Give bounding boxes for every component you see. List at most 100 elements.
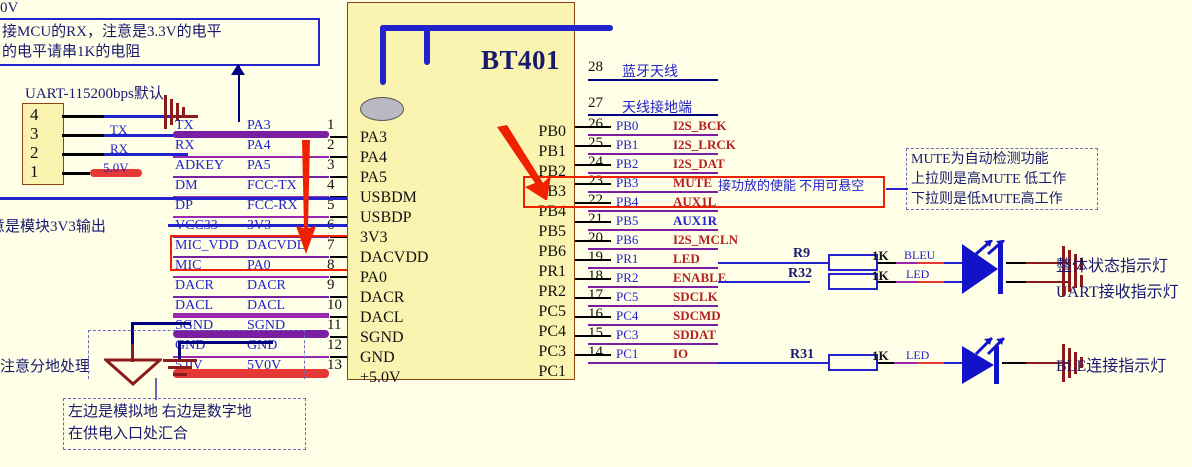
table-row[interactable]: 21 PB5 AUX1R [588, 211, 848, 231]
left-pin-5: FCC-RX [247, 198, 298, 213]
table-row[interactable]: 14 PC1 IO [588, 344, 848, 364]
led-top-gnd-bar5 [1080, 275, 1083, 287]
led-ble-gnd-bar1 [1062, 344, 1065, 382]
note-mute-line1: MUTE为自动检测功能 [911, 152, 1049, 167]
right-stub-24 [575, 164, 611, 166]
table-row[interactable]: 23 PB3 MUTE 接功放的使能 不用可悬空 [588, 173, 864, 193]
left-net-1: TX [175, 118, 194, 133]
table-row[interactable]: 24 PB2 I2S_DAT [588, 154, 848, 174]
left-stub-12 [330, 356, 352, 358]
left-underline-3 [173, 176, 329, 178]
table-row[interactable]: RX PA4 2 [167, 137, 347, 158]
conn-wire-1-power [90, 169, 142, 177]
right-underline-24 [588, 172, 718, 174]
left-pin-11: SGND [247, 318, 286, 333]
antenna-trace-stub [424, 25, 430, 65]
r32-ref-label: R32 [788, 266, 813, 281]
note-arrow-head [231, 64, 245, 75]
right-pinno-16: 16 [588, 306, 603, 322]
mute-note-leader [886, 188, 908, 190]
chip-pad-oval [360, 97, 404, 121]
table-row[interactable]: DACR DACR 9 [167, 277, 347, 298]
wire-label-tx: TX [110, 122, 128, 137]
r31-wire-to-led [944, 362, 962, 364]
table-row[interactable]: 18 PR2 ENABLE [588, 268, 848, 288]
right-net-20: PB6 [616, 232, 639, 247]
left-underline-7 [173, 256, 329, 258]
table-row[interactable]: TX PA3 1 [167, 117, 347, 138]
right-sig-15: SDDAT [673, 327, 717, 342]
table-row[interactable]: DACL DACL 10 [167, 297, 347, 318]
table-row[interactable]: 22 PB4 AUX1L [588, 192, 848, 212]
r32-resistor[interactable] [828, 273, 878, 290]
led-indicator-top [962, 240, 1005, 294]
right-underline-27 [588, 114, 718, 116]
table-row[interactable]: 16 PC4 SDCMD [588, 306, 848, 326]
left-pinno-11: 11 [327, 317, 342, 333]
note-mute-line3: 下拉则是低MUTE高工作 [911, 192, 1063, 207]
left-pin-10: DACL [247, 298, 286, 313]
table-row[interactable]: 28 蓝牙天线 [588, 59, 848, 89]
r31-resistor[interactable] [828, 354, 878, 371]
right-underline-26 [588, 134, 718, 136]
connector-pin-3: 3 [30, 124, 39, 143]
red-arrow-right [497, 125, 551, 200]
table-row[interactable]: DP FCC-RX 5 [167, 197, 347, 218]
led-top-gnd-bar3 [1074, 254, 1077, 288]
left-pinno-8: 8 [327, 257, 335, 273]
gnd-symbol-bar-3 [176, 103, 179, 121]
r9-resistor[interactable] [828, 254, 878, 271]
table-row[interactable]: ADKEY PA5 3 [167, 157, 347, 178]
table-row[interactable]: 27 天线接地端 [588, 89, 848, 117]
ground-note-leader [155, 378, 157, 400]
digital-gnd-bar-3 [173, 373, 187, 376]
analog-gnd-stem [131, 344, 134, 362]
chip-right-pin-PB2: PB2 [538, 163, 566, 180]
left-underline-11 [173, 330, 329, 338]
table-row[interactable]: 26 PB0 I2S_BCK [588, 116, 848, 136]
chip-left-pin-SGND: SGND [360, 329, 404, 346]
table-row[interactable]: 20 PB6 I2S_MCLN [588, 230, 848, 250]
right-stub-17 [575, 297, 611, 299]
table-row[interactable]: SGND SGND 11 [167, 317, 347, 338]
led-indicator-ble [962, 336, 1006, 384]
left-stub-5 [330, 216, 352, 218]
chip-left-pin-PA5: PA5 [360, 169, 387, 186]
led-label-ble-connect: BLE连接指示灯 [1056, 358, 1167, 375]
r9-wire-mid-black [878, 262, 896, 264]
led-ble-wire-out-b [1026, 362, 1068, 364]
led-ble-gnd-bar2 [1068, 348, 1071, 378]
right-net-16: PC4 [616, 308, 639, 323]
r31-wire-mid-red [918, 362, 944, 364]
chip-left-pin-USBDP: USBDP [360, 209, 412, 226]
table-row[interactable]: 17 PC5 SDCLK [588, 287, 848, 307]
bt401-chip[interactable]: BT401 PA3 PA4 PA5 USBDM USBDP 3V3 DACVDD… [347, 2, 613, 386]
conn-wire-1-black [62, 172, 90, 175]
r32-wire-mid-purple [896, 281, 918, 283]
left-stub-3 [330, 176, 352, 178]
table-row[interactable]: 15 PC3 SDDAT [588, 325, 848, 345]
table-row[interactable]: 25 PB1 I2S_LRCK [588, 135, 848, 155]
uart-connector[interactable] [22, 103, 64, 185]
left-stub-1 [330, 136, 352, 138]
analog-ground-symbol [104, 358, 162, 386]
right-underline-19 [588, 267, 718, 269]
note-3v3-output: 意是模块3V3输出 [0, 219, 106, 235]
led-top-gnd-bar2 [1068, 250, 1071, 292]
table-row[interactable]: 19 PR1 LED [588, 249, 848, 269]
chip-left-pin-PA0: PA0 [360, 269, 387, 286]
left-pinno-4: 4 [327, 177, 335, 193]
table-row[interactable]: MIC_VDD DACVDD 7 [167, 237, 347, 258]
right-stub-19 [575, 259, 611, 261]
right-stub-25 [575, 145, 611, 147]
left-stub-11 [330, 336, 352, 338]
wire-label-rx: RX [110, 141, 129, 156]
left-stub-9 [330, 296, 352, 298]
right-underline-15 [588, 343, 718, 345]
left-underline-10 [173, 313, 329, 318]
gnd-symbol-bar-4 [182, 107, 185, 117]
right-sig-16: SDCMD [673, 308, 721, 323]
right-net-17: PC5 [616, 289, 639, 304]
led-top-wire-out-1b [1026, 262, 1068, 264]
r32-value-label: 1K [872, 268, 889, 283]
